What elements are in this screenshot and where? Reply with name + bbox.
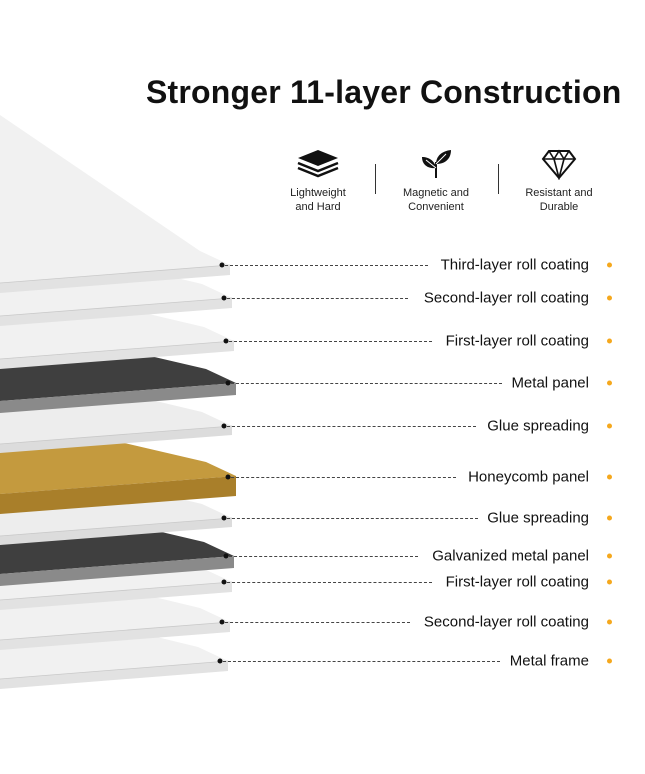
layer-edge	[0, 265, 230, 293]
orange-bullet-icon	[607, 338, 612, 344]
leader-line	[227, 518, 478, 519]
leader-line	[229, 341, 432, 342]
layer-label: First-layer roll coating	[441, 573, 589, 591]
layer-label: Glue spreading	[483, 509, 589, 527]
layer-label: Third-layer roll coating	[436, 256, 589, 274]
leader-line	[227, 582, 432, 583]
diamond-icon	[541, 149, 577, 180]
leader-dot	[223, 338, 229, 344]
layer-label: Galvanized metal panel	[428, 547, 589, 565]
layer-edge-line	[0, 297, 233, 317]
orange-bullet-icon	[607, 423, 612, 429]
layer-edge	[0, 518, 232, 545]
layer-top-face	[0, 115, 230, 283]
orange-bullet-icon	[607, 262, 612, 268]
feature-label-line2: and Hard	[295, 201, 341, 213]
layer-edge-line	[0, 517, 233, 537]
feature-magnetic: Magnetic and Convenient	[376, 148, 496, 214]
leader-line	[223, 661, 500, 662]
leader-line	[231, 383, 502, 384]
orange-bullet-icon	[607, 380, 612, 386]
leader-dot	[221, 579, 227, 585]
layer-edge	[0, 476, 236, 514]
orange-bullet-icon	[607, 474, 612, 480]
layer-edge-line	[0, 425, 233, 445]
leader-dot	[219, 619, 225, 625]
leader-dot	[223, 553, 229, 559]
orange-bullet-icon	[607, 295, 612, 301]
feature-lightweight: Lightweight and Hard	[258, 148, 378, 214]
layer-label: Metal panel	[507, 374, 589, 392]
layer-edge	[0, 622, 230, 650]
orange-bullet-icon	[607, 579, 612, 585]
feature-label-line2: Convenient	[408, 201, 464, 213]
layer-label: Second-layer roll coating	[419, 289, 589, 307]
layer-label: Metal frame	[505, 652, 589, 670]
leader-dot	[219, 262, 225, 268]
layer-edge	[0, 556, 234, 586]
feature-divider	[498, 164, 499, 194]
leader-dot	[221, 423, 227, 429]
layer-label: First-layer roll coating	[441, 332, 589, 350]
feature-label-line1: Magnetic and	[402, 187, 470, 199]
leaf-sprout-icon	[422, 150, 451, 178]
leader-line	[227, 298, 408, 299]
orange-bullet-icon	[607, 553, 612, 559]
layer-edge-line	[0, 660, 229, 680]
leader-line	[229, 556, 418, 557]
orange-bullet-icon	[607, 658, 612, 664]
layer-edge-line	[0, 621, 231, 641]
orange-bullet-icon	[607, 619, 612, 625]
page-title: Stronger 11-layer Construction	[146, 74, 622, 110]
orange-bullet-icon	[607, 515, 612, 521]
stacked-layers-icon	[297, 150, 339, 178]
leader-line	[225, 622, 410, 623]
layer-edge	[0, 383, 236, 413]
layer-label: Honeycomb panel	[464, 468, 589, 486]
feature-divider	[375, 164, 376, 194]
layer-label: Second-layer roll coating	[419, 613, 589, 631]
leader-line	[227, 426, 476, 427]
leader-line	[231, 477, 456, 478]
layer-edge	[0, 661, 228, 689]
layer-edge	[0, 582, 232, 610]
feature-label-line1: Lightweight	[290, 187, 346, 199]
leader-dot	[221, 515, 227, 521]
leader-dot	[225, 474, 231, 480]
leader-dot	[217, 658, 223, 664]
feature-label-line1: Resistant and	[525, 187, 593, 199]
layer-edge	[0, 341, 234, 369]
leader-dot	[225, 380, 231, 386]
feature-durable: Resistant and Durable	[499, 148, 619, 214]
feature-label-line2: Durable	[539, 201, 579, 213]
layer-edge-line	[0, 581, 233, 601]
layer-label: Glue spreading	[483, 417, 589, 435]
layer-edge	[0, 426, 232, 453]
layer-edge	[0, 298, 232, 326]
leader-dot	[221, 295, 227, 301]
leader-line	[225, 265, 428, 266]
layer-edge-line	[0, 264, 231, 284]
layer-edge-line	[0, 340, 235, 360]
